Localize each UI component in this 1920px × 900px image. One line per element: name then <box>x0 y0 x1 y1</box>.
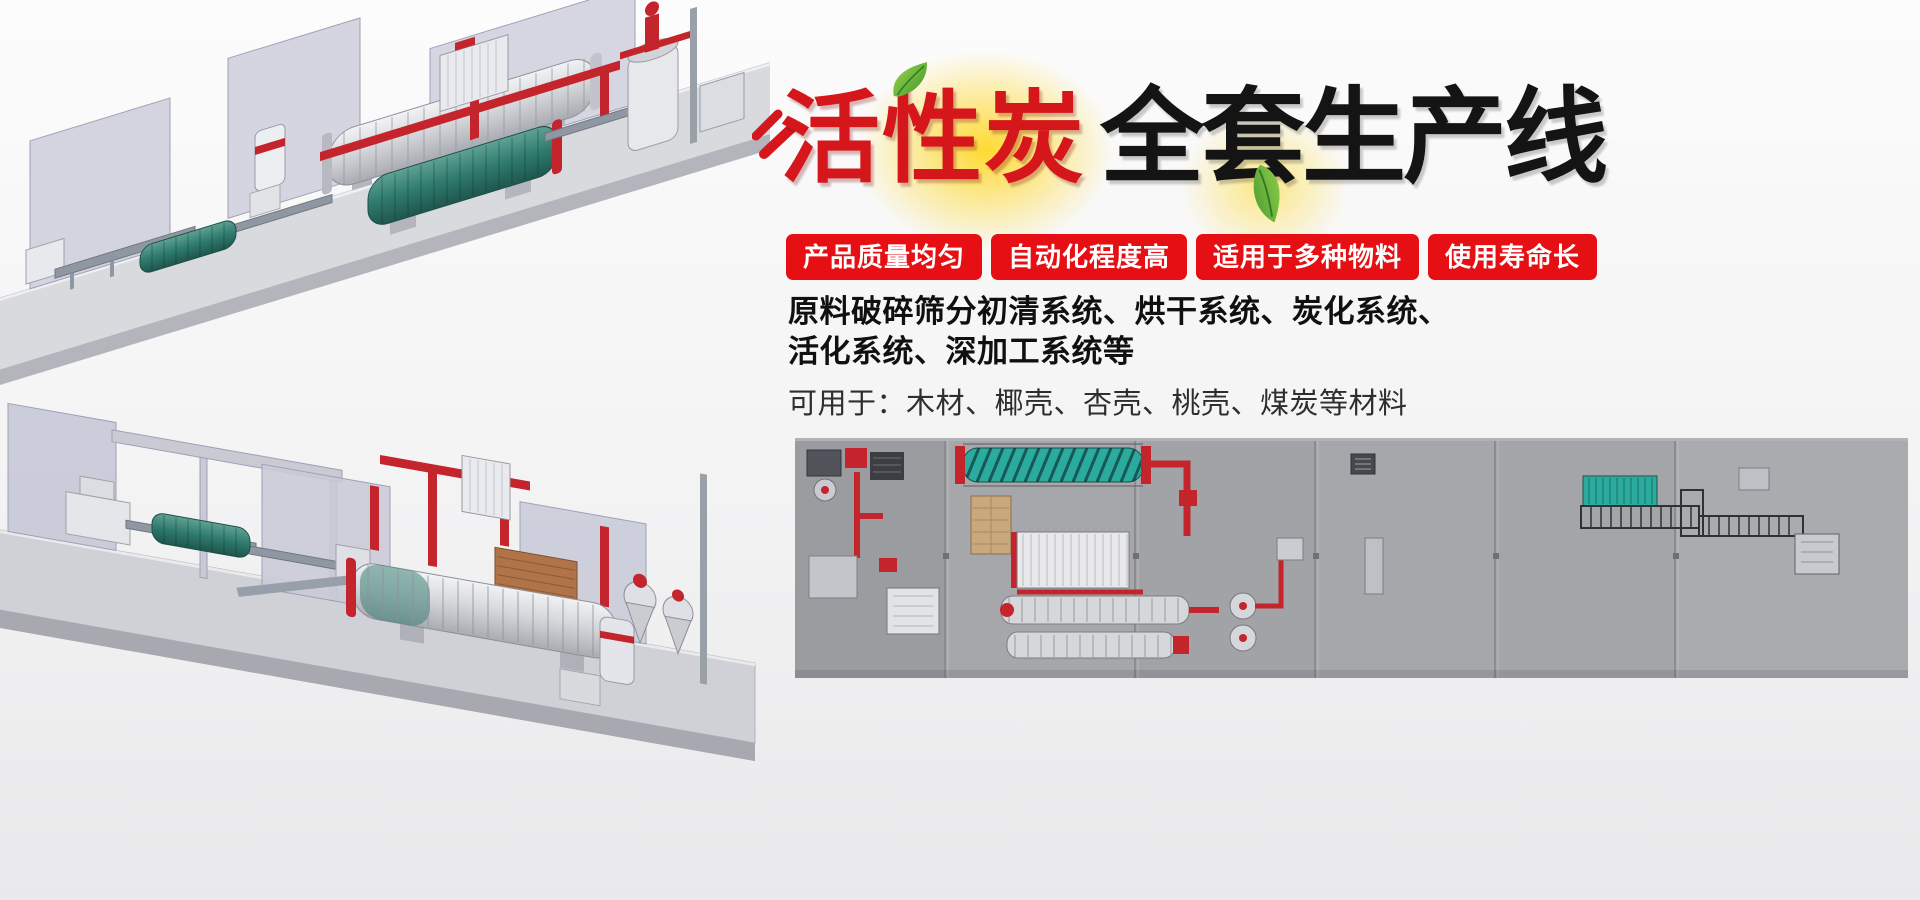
feed-conveyor <box>25 193 333 290</box>
page-title: 活性炭全套生产线 <box>780 74 1608 204</box>
furnace-plan <box>970 495 1143 595</box>
carbonization-drum <box>346 557 618 672</box>
title-rest: 全套生产线 <box>1100 81 1608 196</box>
leaf-icon <box>1253 164 1280 223</box>
bag-filter-and-pipes <box>320 34 620 162</box>
description-line-2: 活化系统、深加工系统等 <box>788 334 1135 369</box>
small-rotary-drum <box>151 513 251 558</box>
feature-badges: 产品质量均匀 自动化程度高 适用于多种物料 使用寿命长 <box>786 234 1598 280</box>
feed-station-plan <box>806 448 940 635</box>
mid-equipment-plan <box>1350 453 1384 595</box>
furnace-vessel <box>620 1 745 151</box>
packaging-line-plan <box>1580 467 1840 575</box>
badge-lifespan: 使用寿命长 <box>1428 234 1598 280</box>
rotary-cylinders-plan <box>1000 537 1304 659</box>
plan-view-illustration <box>795 438 1908 678</box>
bottom-production-line-illustration <box>0 402 756 762</box>
speed-dash-icon <box>752 109 798 159</box>
top-production-line-illustration <box>0 0 770 385</box>
description-block: 原料破碎筛分初清系统、烘干系统、炭化系统、 活化系统、深加工系统等 可用于：木材… <box>788 292 1450 422</box>
badge-quality: 产品质量均匀 <box>786 234 983 280</box>
cyclone-cluster <box>559 473 707 707</box>
badge-materials: 适用于多种物料 <box>1196 234 1420 280</box>
leaf-icon <box>893 62 927 97</box>
description-line-3: 可用于：木材、椰壳、杏壳、桃壳、煤炭等材料 <box>788 388 1408 420</box>
buffer-tank <box>249 123 286 219</box>
badge-automation: 自动化程度高 <box>991 234 1188 280</box>
wall-panels <box>7 402 647 645</box>
title-highlight: 活性炭 <box>780 84 1086 195</box>
small-rotary-drum <box>139 220 237 273</box>
cooling-drum-plan <box>955 443 1197 536</box>
description-line-1: 原料破碎筛分初清系统、烘干系统、炭化系统、 <box>788 294 1450 329</box>
